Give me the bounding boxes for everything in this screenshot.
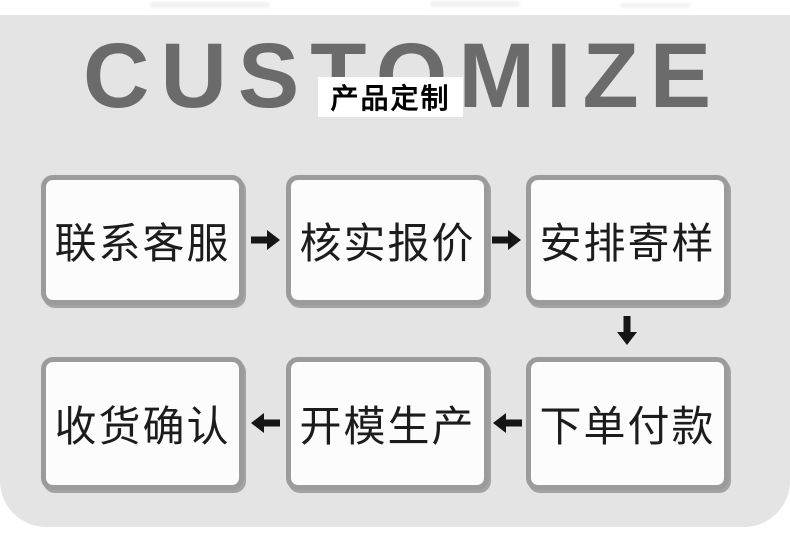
step-box-order-payment: 下单付款 — [526, 357, 729, 490]
flow-arrow-right-icon — [492, 228, 522, 252]
flow-arrow-left-icon — [250, 411, 280, 435]
flow-arrow-down-icon — [615, 316, 639, 346]
flow-arrow-right-icon — [251, 228, 281, 252]
top-edge-artifact — [0, 0, 790, 15]
flow-arrow-left-icon — [492, 411, 522, 435]
step-box-receive-confirm: 收货确认 — [41, 357, 244, 490]
step-box-arrange-sample: 安排寄样 — [526, 175, 729, 305]
step-box-mold-production: 开模生产 — [286, 357, 489, 490]
step-box-contact-service: 联系客服 — [41, 175, 244, 305]
section-badge: 产品定制 — [318, 77, 463, 117]
step-box-verify-quote: 核实报价 — [286, 175, 489, 305]
